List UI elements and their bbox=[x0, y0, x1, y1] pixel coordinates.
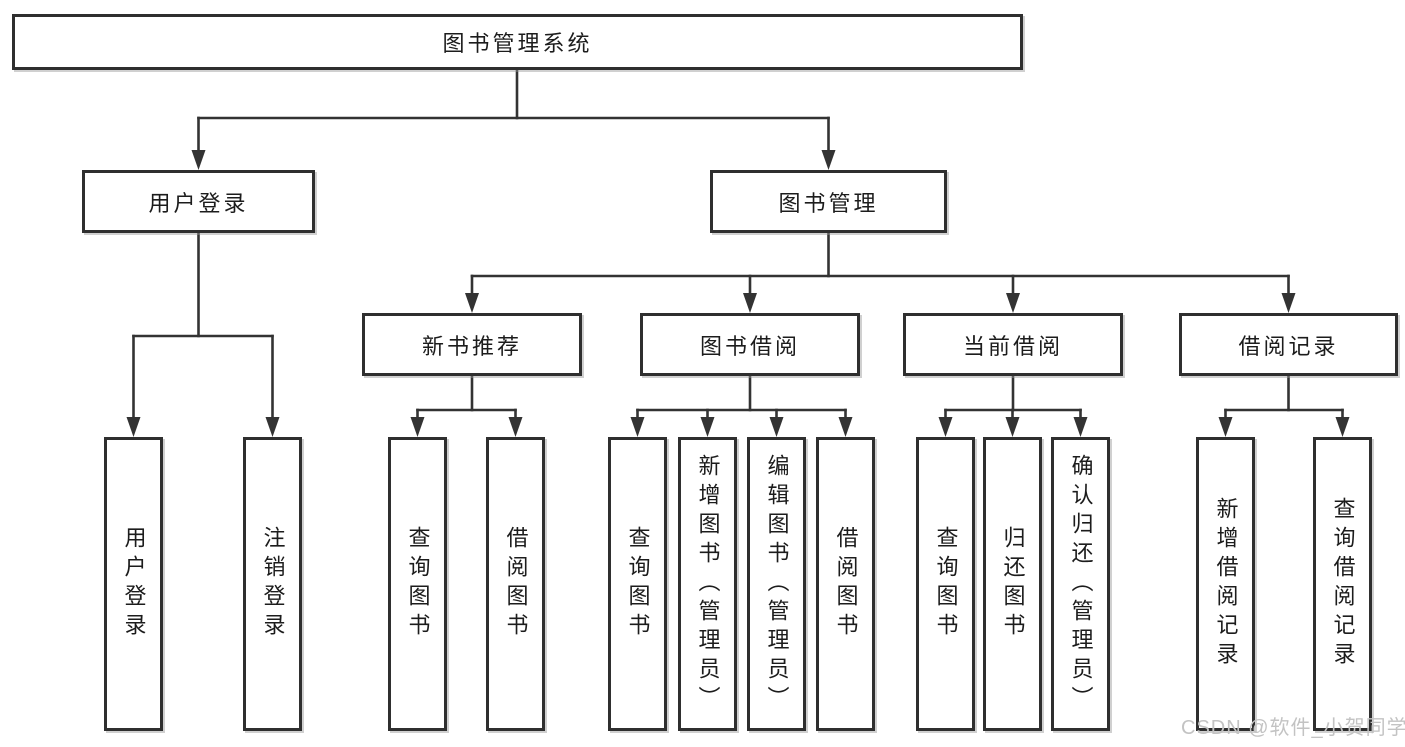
leaf-add-borrow-record: 新增借阅记录 bbox=[1196, 437, 1255, 731]
leaf-borrowing-query-books-label: 查询图书 bbox=[625, 526, 651, 642]
leaf-user-login: 用户登录 bbox=[104, 437, 163, 731]
leaf-query-borrow-record-label: 查询借阅记录 bbox=[1330, 497, 1356, 671]
leaf-recommend-borrow-books-label: 借阅图书 bbox=[503, 526, 529, 642]
leaf-logout-label: 注销登录 bbox=[260, 526, 286, 642]
leaf-edit-book-admin: 编辑图书（管理员） bbox=[747, 437, 806, 731]
leaf-recommend-borrow-books: 借阅图书 bbox=[486, 437, 545, 731]
node-user-login: 用户登录 bbox=[82, 170, 315, 233]
node-new-book-recommend: 新书推荐 bbox=[362, 313, 582, 376]
leaf-return-books-label: 归还图书 bbox=[1000, 526, 1026, 642]
node-book-management: 图书管理 bbox=[710, 170, 947, 233]
node-book-borrowing: 图书借阅 bbox=[640, 313, 860, 376]
leaf-logout: 注销登录 bbox=[243, 437, 302, 731]
leaf-add-borrow-record-label: 新增借阅记录 bbox=[1213, 497, 1239, 671]
leaf-recommend-query-books: 查询图书 bbox=[388, 437, 447, 731]
node-user-login-label: 用户登录 bbox=[148, 190, 249, 216]
node-book-borrowing-label: 图书借阅 bbox=[699, 333, 800, 359]
node-borrowing-records: 借阅记录 bbox=[1179, 313, 1398, 376]
node-current-borrowing: 当前借阅 bbox=[903, 313, 1123, 376]
node-library-system-label: 图书管理系统 bbox=[442, 31, 593, 56]
csdn-watermark: CSDN @软件_小贺同学 bbox=[1181, 717, 1405, 739]
leaf-current-query-books: 查询图书 bbox=[916, 437, 975, 731]
leaf-borrowing-query-books: 查询图书 bbox=[608, 437, 667, 731]
leaf-query-borrow-record: 查询借阅记录 bbox=[1313, 437, 1372, 731]
leaf-borrow-books: 借阅图书 bbox=[816, 437, 875, 731]
leaf-recommend-query-books-label: 查询图书 bbox=[405, 526, 431, 642]
node-new-book-recommend-label: 新书推荐 bbox=[421, 333, 522, 359]
leaf-current-query-books-label: 查询图书 bbox=[933, 526, 959, 642]
node-current-borrowing-label: 当前借阅 bbox=[962, 333, 1063, 359]
leaf-confirm-return-admin: 确认归还（管理员） bbox=[1051, 437, 1110, 731]
leaf-add-book-admin: 新增图书（管理员） bbox=[678, 437, 737, 731]
node-book-management-label: 图书管理 bbox=[778, 190, 879, 216]
leaf-return-books: 归还图书 bbox=[983, 437, 1042, 731]
node-library-system: 图书管理系统 bbox=[12, 14, 1023, 70]
node-borrowing-records-label: 借阅记录 bbox=[1238, 333, 1339, 359]
leaf-add-book-admin-label: 新增图书（管理员） bbox=[695, 453, 721, 715]
leaf-borrow-books-label: 借阅图书 bbox=[833, 526, 859, 642]
leaf-confirm-return-admin-label: 确认归还（管理员） bbox=[1068, 453, 1094, 715]
leaf-edit-book-admin-label: 编辑图书（管理员） bbox=[764, 453, 790, 715]
leaf-user-login-label: 用户登录 bbox=[121, 526, 147, 642]
